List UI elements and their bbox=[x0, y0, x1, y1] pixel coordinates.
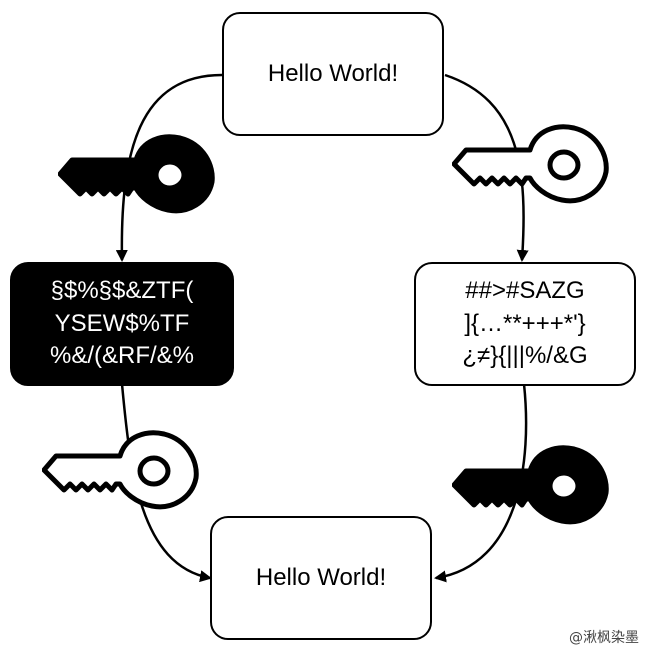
ciphertext-left-box: §$%§$&ZTF( YSEW$%TF %&/(&RF/&% bbox=[10, 262, 234, 386]
ciphertext-right-box: ##>#SAZG ]{…**+++*'} ¿≠}{|||%/&G bbox=[414, 262, 636, 386]
key-icon bbox=[60, 137, 212, 211]
key-icon bbox=[454, 448, 606, 522]
plaintext-bottom-box: Hello World! bbox=[210, 516, 432, 640]
watermark: @湫枫染墨 bbox=[569, 630, 639, 646]
arrow-right-to-bottom bbox=[434, 383, 528, 583]
key-icon bbox=[44, 433, 196, 507]
arrow-left-to-bottom bbox=[120, 383, 212, 583]
arrow-top-to-right bbox=[444, 73, 529, 262]
arrow-top-to-left bbox=[115, 73, 223, 262]
key-icon bbox=[454, 127, 606, 201]
plaintext-top-box: Hello World! bbox=[222, 12, 444, 136]
